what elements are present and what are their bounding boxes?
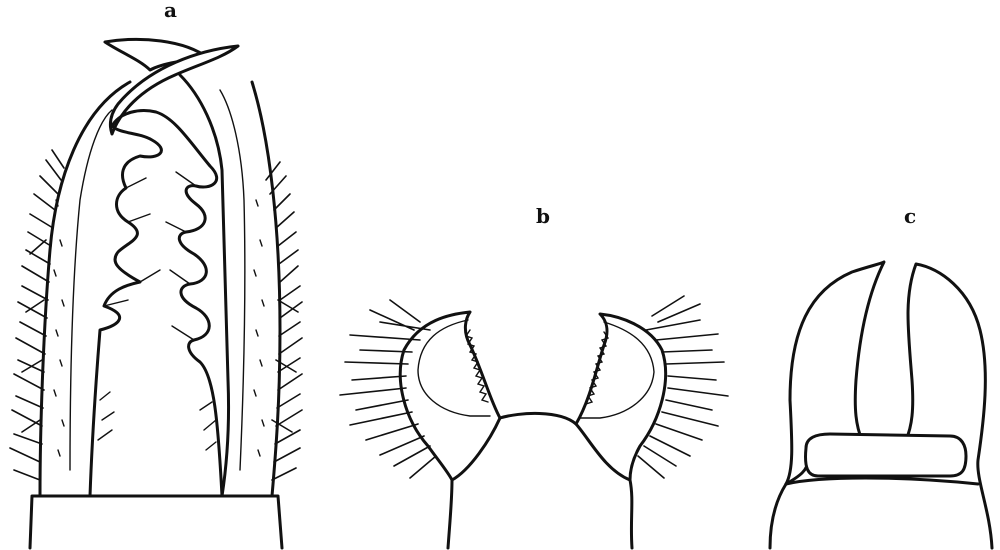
panel-a-median-plate: [88, 109, 224, 498]
panel-a-tooth-accents: [103, 171, 197, 341]
panel-c-transverse-plate: [804, 432, 968, 478]
panel-b-right-serration: [585, 331, 610, 405]
panel-label-c: c: [904, 204, 917, 228]
panel-c-base-band: [784, 476, 980, 486]
panel-b-left-inner: [417, 319, 491, 417]
panel-b-setae-right: [637, 295, 729, 479]
panel-b-right-clasp: [574, 312, 668, 482]
panel-a-drawing: [9, 37, 303, 550]
panel-b-left-serration: [464, 329, 489, 403]
panel-b-left-clasp: [398, 310, 502, 482]
panel-c-drawing: [768, 260, 994, 550]
panel-c-outer: [768, 260, 994, 550]
panel-a-setae-right: [265, 161, 303, 481]
panel-a-outer-outline: [38, 80, 282, 498]
panel-b-right-inner: [579, 321, 655, 419]
panel-a-hook-right: [108, 44, 240, 136]
panel-b-setae-left: [339, 299, 437, 479]
panel-a-base: [28, 494, 284, 550]
panel-a-stipple: [53, 199, 265, 457]
panel-label-a: a: [164, 0, 177, 22]
panel-b-drawing: [339, 295, 729, 550]
panel-a-inner-right-line: [219, 89, 246, 471]
panel-a-inner-left-line: [69, 109, 113, 471]
panel-label-b: b: [536, 204, 550, 228]
panel-a-setae-left: [9, 149, 65, 481]
panel-a-right-arm: [178, 73, 231, 498]
panel-b-base: [446, 411, 634, 550]
